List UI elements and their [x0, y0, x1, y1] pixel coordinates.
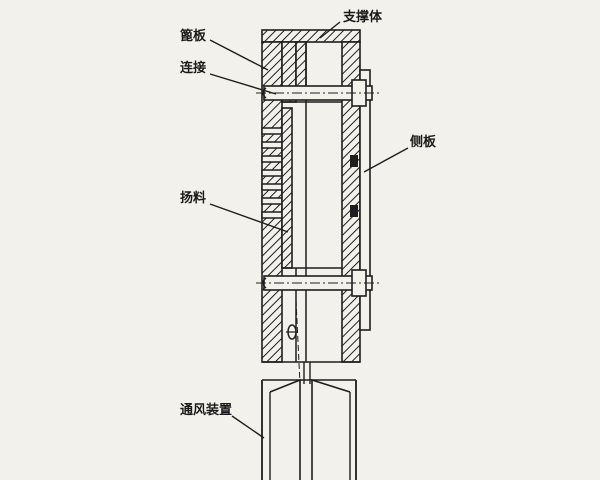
lower-connection-bolt	[256, 269, 380, 297]
grate-slots	[261, 127, 283, 219]
side-plate	[359, 69, 371, 331]
label-side-plate: 侧板	[410, 134, 437, 150]
upper-connection-bolt	[256, 79, 380, 107]
right-inner-strip	[295, 41, 307, 89]
label-connection: 连接	[180, 60, 206, 76]
ventilation-device	[261, 378, 357, 480]
side-plate-block-1	[350, 155, 358, 167]
top-support-plate	[261, 29, 361, 43]
leader-connection	[209, 73, 277, 95]
leader-lifting	[209, 203, 289, 233]
label-lifting: 扬料	[180, 190, 206, 206]
leader-ventilation	[231, 415, 265, 439]
inner-left-wall-lower	[281, 107, 293, 269]
label-support: 支撑体	[342, 9, 383, 25]
label-ventilation: 通风装置	[180, 402, 232, 418]
label-grate: 篦板	[180, 28, 207, 44]
side-plate-block-2	[350, 205, 358, 217]
leader-grate	[209, 39, 269, 71]
leader-side-plate	[363, 147, 409, 173]
leader-support	[319, 21, 341, 39]
